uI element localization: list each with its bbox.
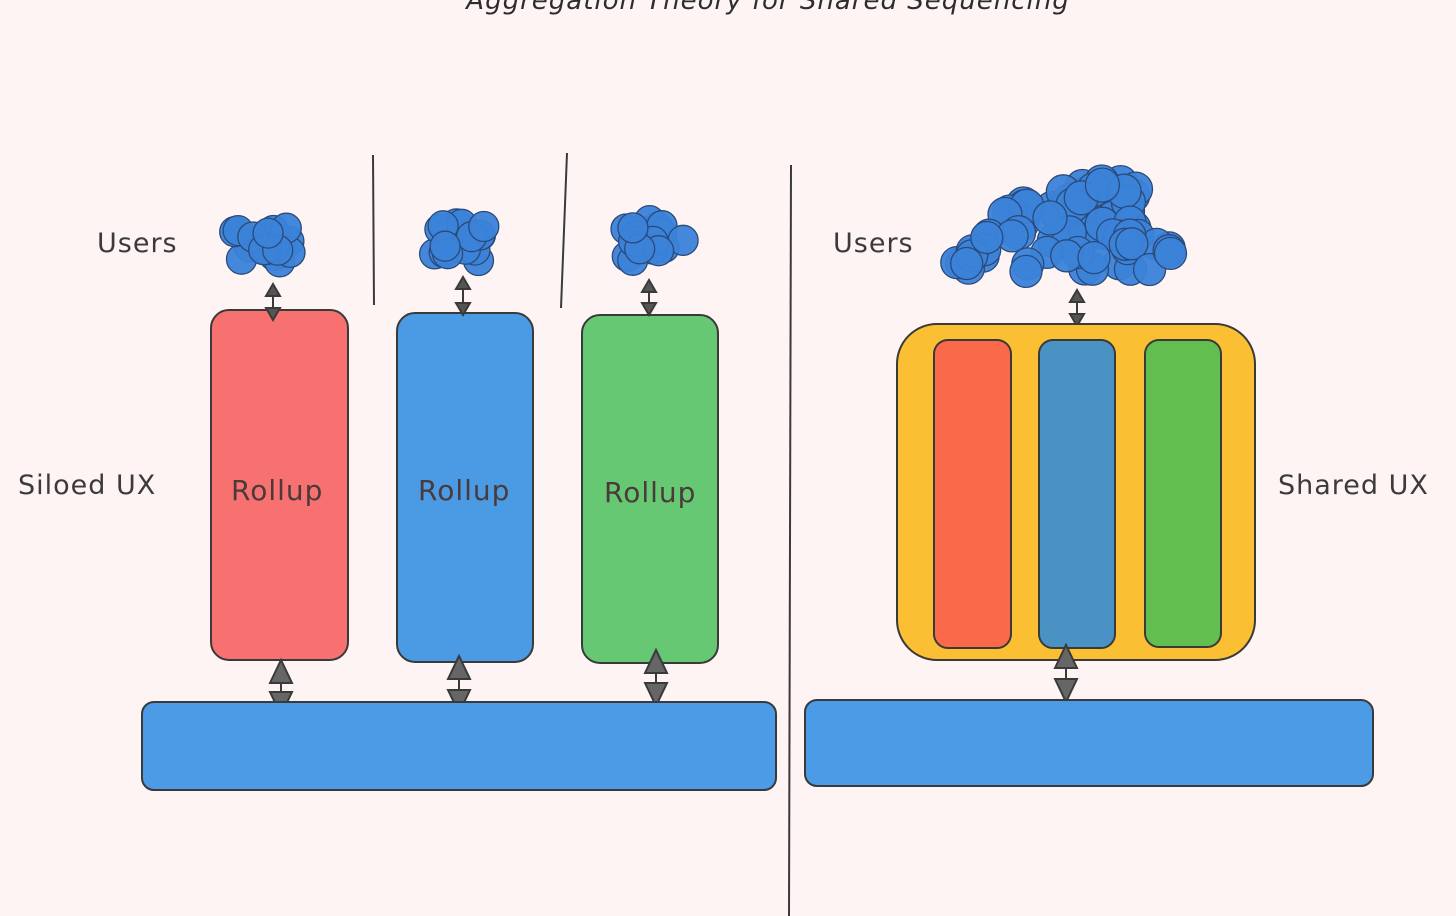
separator-line (372, 154, 375, 306)
shared-ux-label: Shared UX (1278, 470, 1429, 501)
users-cloud-icon (610, 204, 699, 276)
users-cloud-icon (940, 164, 1188, 289)
user-bubble-icon (429, 230, 461, 262)
user-bubble-icon (1153, 236, 1188, 271)
siloed-ux-label: Siloed UX (18, 470, 157, 501)
center-divider (788, 164, 792, 916)
diagram-title: Aggregation Theory for Shared Sequencing (466, 0, 1070, 16)
double-arrow-icon (264, 282, 282, 322)
users-cloud-icon (219, 212, 306, 278)
user-bubble-icon (1009, 254, 1043, 289)
user-bubble-icon (1084, 167, 1121, 203)
base-layer-left (141, 701, 777, 791)
user-bubble-icon (1115, 227, 1149, 261)
user-bubble-icon (617, 212, 649, 244)
rollup-label: Rollup (604, 476, 697, 509)
shared-rollup-green (1144, 339, 1222, 648)
rollup-label: Rollup (418, 474, 511, 507)
user-bubble-icon (1077, 240, 1111, 275)
users-label-left: Users (97, 228, 178, 259)
double-arrow-icon (1068, 288, 1086, 328)
users-label-right: Users (833, 228, 914, 259)
user-bubble-icon (468, 210, 500, 243)
double-arrow-icon (1053, 642, 1079, 705)
user-bubble-icon (970, 220, 1004, 255)
double-arrow-icon (454, 275, 472, 317)
double-arrow-icon (643, 647, 669, 709)
separator-line (560, 152, 568, 309)
base-layer-right (804, 699, 1374, 787)
users-cloud-icon (418, 208, 500, 277)
double-arrow-icon (640, 278, 658, 317)
shared-rollup-blue (1038, 339, 1116, 649)
user-bubble-icon (252, 217, 284, 249)
shared-rollup-red (933, 339, 1012, 649)
user-bubble-icon (1032, 200, 1068, 236)
user-bubble-icon (950, 246, 984, 281)
rollup-label: Rollup (231, 474, 324, 507)
